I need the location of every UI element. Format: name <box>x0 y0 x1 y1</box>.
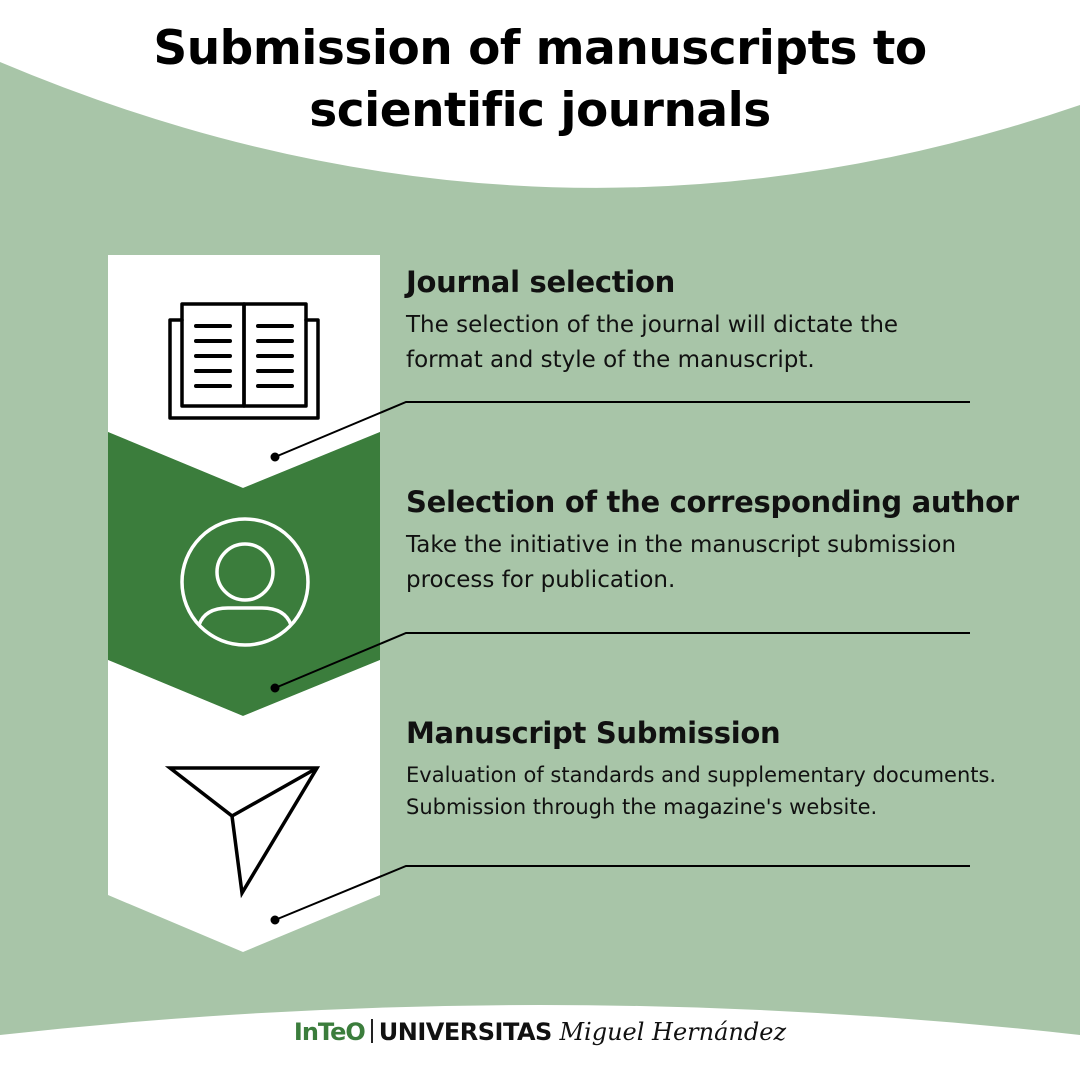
step-heading: Journal selection <box>406 265 675 299</box>
step-description: The selection of the journal will dictat… <box>406 308 1046 378</box>
page-title-line-1: Submission of manuscripts to <box>153 21 927 76</box>
step-journal-selection: Journal selection The selection of the j… <box>406 264 1046 378</box>
connector-3 <box>270 865 970 925</box>
miguel-hernandez-logo-text: Miguel Hernández <box>559 1018 787 1046</box>
page-title: Submission of manuscripts to scientific … <box>0 18 1080 142</box>
footer-logo: InTeO UNIVERSITAS Miguel Hernández <box>0 1014 1080 1050</box>
step-heading: Selection of the corresponding author <box>406 485 1019 519</box>
banner-segment-2 <box>108 432 380 716</box>
step-description-line-1: Take the initiative in the manuscript su… <box>406 532 957 558</box>
connector-1 <box>270 401 970 462</box>
logo-divider <box>370 1019 373 1043</box>
step-description-line-1: Evaluation of standards and supplementar… <box>406 763 997 787</box>
user-avatar-icon <box>180 517 310 647</box>
step-heading: Manuscript Submission <box>406 716 781 750</box>
step-description-line-2: Submission through the magazine's websit… <box>406 795 878 819</box>
step-description-line-1: The selection of the journal will dictat… <box>406 312 899 338</box>
step-corresponding-author: Selection of the corresponding author Ta… <box>406 484 1046 598</box>
step-description: Evaluation of standards and supplementar… <box>406 759 1046 823</box>
step-manuscript-submission: Manuscript Submission Evaluation of stan… <box>406 715 1046 823</box>
connector-2 <box>270 632 970 693</box>
step-description-line-2: process for publication. <box>406 567 676 593</box>
step-description: Take the initiative in the manuscript su… <box>406 528 1046 598</box>
paper-plane-icon <box>164 766 321 899</box>
step-description-line-2: format and style of the manuscript. <box>406 347 815 373</box>
universitas-logo-text: UNIVERSITAS <box>378 1018 553 1046</box>
page-title-line-2: scientific journals <box>309 83 771 138</box>
inteo-logo: InTeO <box>293 1018 366 1046</box>
banner-segment-3 <box>108 660 380 952</box>
open-book-icon <box>168 302 320 420</box>
